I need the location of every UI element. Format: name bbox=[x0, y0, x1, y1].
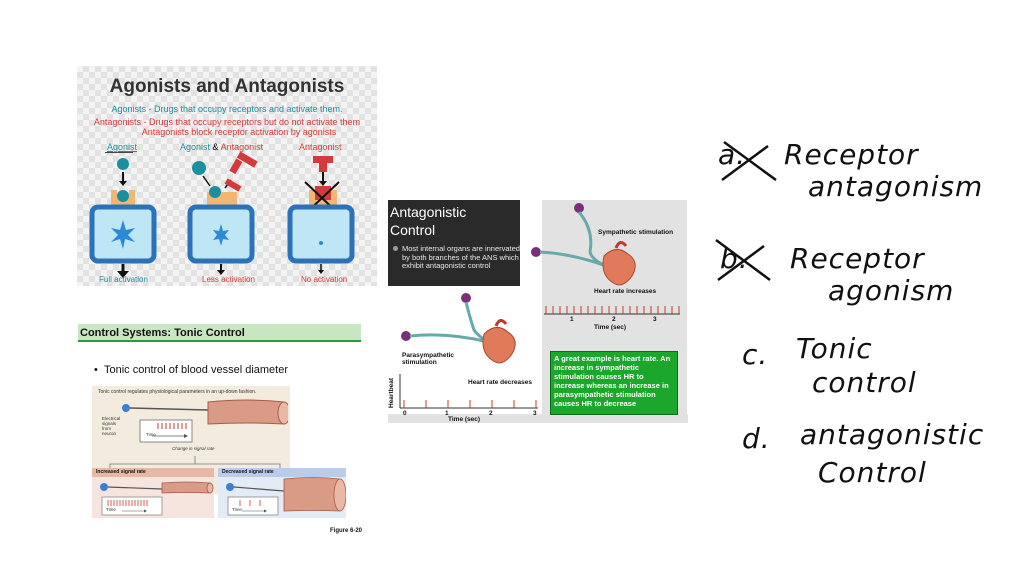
neuron-vessel-drawing bbox=[109, 399, 288, 470]
slide-title-bar: Control Systems: Tonic Control bbox=[78, 324, 361, 342]
antagonist-block-note: Antagonists block receptor activation by… bbox=[141, 127, 337, 137]
hr-decreases-label: Heart rate decreases bbox=[468, 379, 532, 386]
hr-increases-label: Heart rate increases bbox=[594, 288, 657, 295]
increased-drawing bbox=[100, 481, 214, 516]
answer-c-line1: Tonic bbox=[796, 332, 873, 365]
time-label-decreased: Time bbox=[232, 507, 242, 512]
panel-increased-header: Increased signal rate bbox=[92, 468, 214, 477]
answer-c-line2: control bbox=[812, 366, 917, 399]
time-label: Time bbox=[146, 432, 156, 437]
tick-1-top: 1 bbox=[570, 316, 574, 323]
answer-b-line2: agonism bbox=[828, 274, 955, 307]
answer-b-line1: Receptor bbox=[790, 242, 925, 275]
tick-3: 3 bbox=[533, 410, 537, 417]
parasympathetic-label: Parasympathetic stimulation bbox=[402, 352, 455, 366]
time-label-increased: Time bbox=[106, 507, 116, 512]
bullet-icon bbox=[393, 246, 398, 251]
answer-a-line2: antagonism bbox=[808, 170, 984, 203]
agonists-antagonists-slide: Agonists and Antagonists Agonists - Drug… bbox=[77, 66, 377, 286]
slide-title: Agonists and Antagonists bbox=[109, 76, 345, 97]
col-header-agonist: Agonist bbox=[107, 142, 138, 152]
bullet-text: • Tonic control of blood vessel diameter bbox=[94, 364, 289, 376]
label-less-activation: Less activation bbox=[202, 275, 255, 284]
signal-label: Electrical signals from neuron bbox=[102, 416, 121, 436]
answer-d-letter: d. bbox=[742, 422, 771, 455]
panel-decreased: Decreased signal rate Time bbox=[218, 468, 346, 518]
panel-increased: Increased signal rate Time bbox=[92, 468, 214, 518]
dark-title-panel: Antagonistic Control Most internal organ… bbox=[388, 200, 520, 286]
figure-number: Figure 6-20 bbox=[330, 528, 363, 534]
heartbeat-axis-label: Heartbeat bbox=[388, 378, 395, 408]
tick-1: 1 bbox=[445, 410, 449, 417]
tick-2-top: 2 bbox=[612, 316, 616, 323]
tonic-control-slide: Control Systems: Tonic Control • Tonic c… bbox=[78, 322, 363, 540]
slide-description: Most internal organs are innervated by b… bbox=[402, 244, 520, 270]
strike-a-icon bbox=[721, 140, 777, 182]
col-header-antagonist: Antagonist bbox=[299, 142, 342, 152]
tick-0: 0 bbox=[403, 410, 407, 417]
antagonistic-control-slide: Antagonistic Control Most internal organ… bbox=[388, 200, 688, 423]
col-header-agonist-antagonist: Agonist & Antagonist bbox=[180, 142, 264, 152]
slide-title: Antagonistic Control bbox=[390, 204, 467, 238]
label-no-activation: No activation bbox=[301, 275, 348, 284]
answer-a-line1: Receptor bbox=[784, 138, 919, 171]
tick-2: 2 bbox=[489, 410, 493, 417]
change-label: Change in signal rate bbox=[172, 446, 215, 451]
heart-rate-example-box: A great example is heart rate. An increa… bbox=[550, 351, 678, 415]
receptor-diagrams bbox=[89, 152, 355, 278]
figure-caption: Tonic control regulates physiological pa… bbox=[98, 389, 257, 395]
sympathetic-drawing bbox=[531, 203, 680, 315]
parasympathetic-drawing bbox=[399, 293, 538, 409]
agonist-definition: Agonists - Drugs that occupy receptors a… bbox=[111, 104, 343, 114]
grey-strip bbox=[388, 414, 688, 423]
answer-d-line1: antagonistic bbox=[800, 418, 985, 451]
answer-c-letter: c. bbox=[742, 338, 769, 371]
label-full-activation: Full activation bbox=[99, 275, 148, 284]
panel-decreased-header: Decreased signal rate bbox=[218, 468, 346, 477]
sympathetic-label: Sympathetic stimulation bbox=[598, 229, 674, 236]
antagonist-definition: Antagonists - Drugs that occupy receptor… bbox=[93, 117, 361, 127]
answer-d-line2: Control bbox=[818, 456, 927, 489]
tick-3-top: 3 bbox=[653, 316, 657, 323]
time-label-bottom: Time (sec) bbox=[448, 416, 481, 423]
decreased-drawing bbox=[226, 477, 346, 516]
strike-b-icon bbox=[715, 238, 771, 282]
time-label-top: Time (sec) bbox=[594, 324, 627, 331]
